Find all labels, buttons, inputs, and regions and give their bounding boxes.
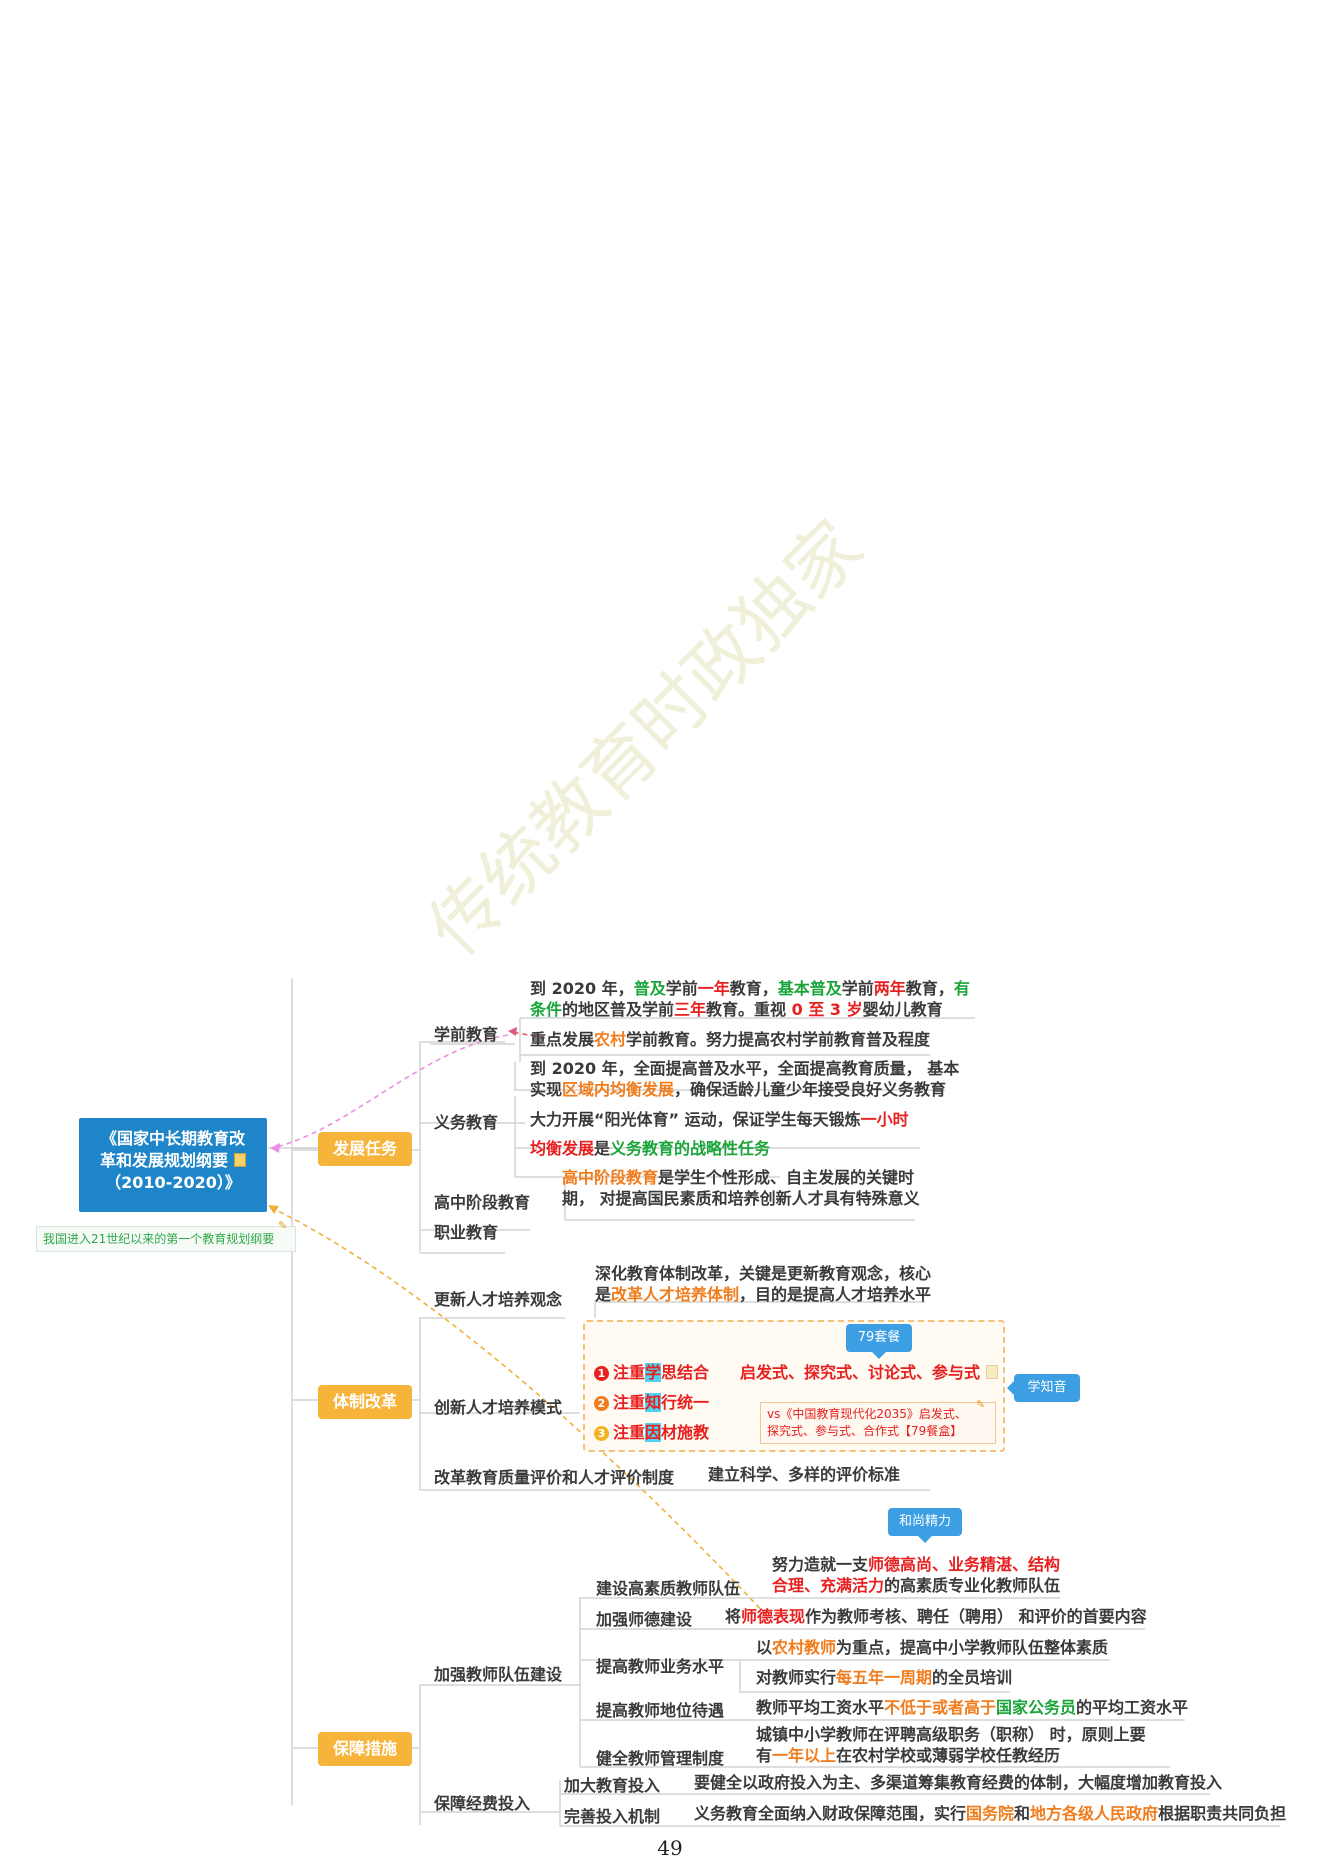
compulsory-text-3: 均衡发展是义务教育的战略性任务 (530, 1139, 771, 1158)
node-high-quality-team[interactable]: 建设高素质教师队伍 (596, 1579, 741, 1598)
ethics-text: 将师德表现作为教师考核、聘任（聘用） 和评价的首要内容 (725, 1607, 1147, 1626)
node-high-school[interactable]: 高中阶段教育 (434, 1193, 531, 1212)
concept-text-2: 是改革人才培养体制，目的是提高人才培养水平 (595, 1285, 932, 1304)
page-number: 49 (657, 1836, 683, 1860)
high-quality-text-1: 努力造就一支师德高尚、业务精湛、结构 (772, 1555, 1061, 1574)
preschool-text-3: 重点发展农村学前教育。努力提高农村学前教育普及程度 (530, 1030, 931, 1049)
manage-text-2: 有一年以上在农村学校或薄弱学校任教经历 (756, 1746, 1061, 1765)
number-2-icon: 2 (594, 1396, 609, 1411)
pencil-icon[interactable]: ✎ (976, 1398, 986, 1411)
node-input-mechanism[interactable]: 完善投入机制 (564, 1807, 661, 1826)
high-school-text-2: 期， 对提高国民素质和培养创新人才具有特殊意义 (562, 1189, 920, 1208)
compulsory-text-1: 到 2020 年，全面提高普及水平，全面提高教育质量， 基本 (530, 1059, 960, 1078)
node-status-pay[interactable]: 提高教师地位待遇 (596, 1701, 725, 1720)
memo-icon[interactable] (234, 1153, 246, 1167)
root-title-line1: 《国家中长期教育改 (100, 1129, 245, 1148)
mechanism-text: 义务教育全面纳入财政保障范围，实行国务院和地方各级人民政府根据职责共同负担 (694, 1804, 1287, 1823)
mode-methods: 启发式、探究式、讨论式、参与式 (740, 1362, 999, 1383)
pencil-icon[interactable]: ✎ (278, 1219, 288, 1232)
branch-guarantee[interactable]: 保障措施 (318, 1732, 412, 1766)
callout-79-set[interactable]: 79套餐 (846, 1324, 912, 1359)
skill-text-1: 以农村教师为重点，提高中小学教师队伍整体素质 (756, 1638, 1109, 1657)
node-increase-input[interactable]: 加大教育投入 (564, 1776, 661, 1795)
root-title-line3: （2010-2020）》 (105, 1173, 241, 1192)
compulsory-text-2: 大力开展“阳光体育” 运动，保证学生每天锻炼一小时 (530, 1110, 909, 1129)
node-eval-reform[interactable]: 改革教育质量评价和人才评价制度 (434, 1468, 675, 1487)
root-note: 我国进入21世纪以来的第一个教育规划纲要 (36, 1226, 296, 1252)
root-title-line2: 革和发展规划纲要 (79, 1150, 267, 1172)
node-skill-level[interactable]: 提高教师业务水平 (596, 1657, 725, 1676)
node-funding[interactable]: 保障经费投入 (434, 1794, 531, 1813)
high-quality-text-2: 合理、充满活力的高素质专业化教师队伍 (772, 1576, 1061, 1595)
number-1-icon: 1 (594, 1366, 609, 1381)
eval-text: 建立科学、多样的评价标准 (708, 1465, 901, 1484)
increase-text: 要健全以政府投入为主、多渠道筹集教育经费的体制，大幅度增加教育投入 (694, 1773, 1223, 1792)
branch-system-reform[interactable]: 体制改革 (318, 1385, 412, 1419)
number-3-icon: 3 (594, 1426, 609, 1441)
node-update-concept[interactable]: 更新人才培养观念 (434, 1290, 563, 1309)
concept-text-1: 深化教育体制改革，关键是更新教育观念，核心 (595, 1264, 932, 1283)
manage-text-1: 城镇中小学教师在评聘高级职务（职称） 时，原则上要 (756, 1725, 1146, 1744)
status-text: 教师平均工资水平不低于或者高于国家公务员的平均工资水平 (756, 1698, 1189, 1717)
memo-icon[interactable] (986, 1365, 999, 1379)
branch-dev-tasks[interactable]: 发展任务 (318, 1132, 412, 1166)
high-school-text-1: 高中阶段教育是学生个性形成、自主发展的关键时 (562, 1168, 915, 1187)
mode-compare-note: vs《中国教育现代化2035》启发式、 探究式、参与式、合作式【79餐盒】 (760, 1402, 996, 1444)
callout-monk-energy[interactable]: 和尚精力 (888, 1508, 962, 1543)
compulsory-text-1b: 实现区域内均衡发展，确保适龄儿童少年接受良好义务教育 (530, 1080, 947, 1099)
root-node[interactable]: 《国家中长期教育改 革和发展规划纲要 （2010-2020）》 (79, 1118, 267, 1212)
node-ethics[interactable]: 加强师德建设 (596, 1610, 693, 1629)
callout-learn-tone[interactable]: 学知音 (1007, 1374, 1080, 1402)
node-preschool[interactable]: 学前教育 (434, 1025, 499, 1044)
node-innovate-mode[interactable]: 创新人才培养模式 (434, 1398, 563, 1417)
node-management[interactable]: 健全教师管理制度 (596, 1749, 725, 1768)
preschool-text-1: 到 2020 年，普及学前一年教育，基本普及学前两年教育，有 (530, 979, 970, 998)
skill-text-2: 对教师实行每五年一周期的全员培训 (756, 1668, 1013, 1687)
node-teacher-team[interactable]: 加强教师队伍建设 (434, 1665, 563, 1684)
node-vocational[interactable]: 职业教育 (434, 1223, 499, 1242)
preschool-text-2: 条件的地区普及学前三年教育。重视 0 至 3 岁婴幼儿教育 (530, 1000, 943, 1019)
node-compulsory[interactable]: 义务教育 (434, 1113, 499, 1132)
